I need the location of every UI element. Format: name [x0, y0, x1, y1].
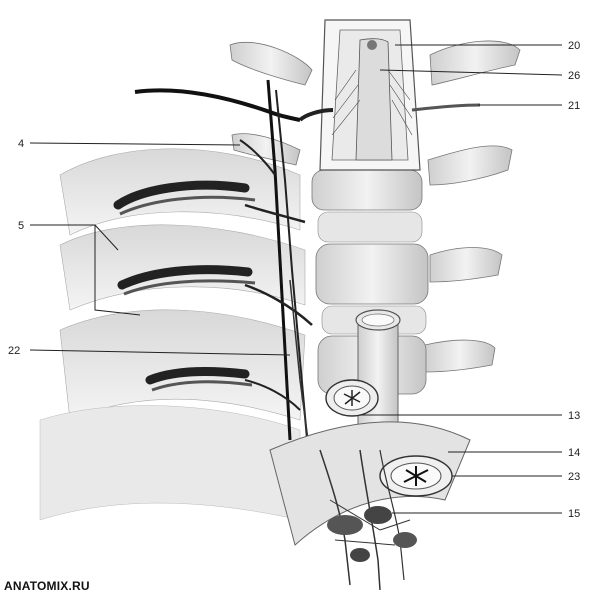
label-5: 5	[18, 220, 24, 232]
label-4: 4	[18, 138, 24, 150]
diaphragm	[269, 421, 471, 546]
esophagus	[325, 379, 379, 417]
label-14: 14	[568, 447, 580, 459]
labels: 4 5 22 20 26 21 13 14 23 15	[8, 40, 580, 520]
label-13: 13	[568, 410, 580, 422]
label-20: 20	[568, 40, 580, 52]
label-22: 22	[8, 345, 20, 357]
label-15: 15	[568, 508, 580, 520]
chest-wall	[39, 148, 306, 521]
label-21: 21	[568, 100, 580, 112]
sympathetic-nerves	[134, 79, 313, 451]
leader-lines	[29, 44, 563, 514]
watermark: ANATOMIX.RU	[4, 579, 90, 593]
celiac-plexus	[319, 449, 417, 591]
aorta	[355, 309, 401, 431]
label-26: 26	[568, 70, 580, 82]
intercostal-vessels	[113, 180, 256, 392]
label-23: 23	[568, 471, 580, 483]
vertebral-column	[229, 19, 521, 395]
